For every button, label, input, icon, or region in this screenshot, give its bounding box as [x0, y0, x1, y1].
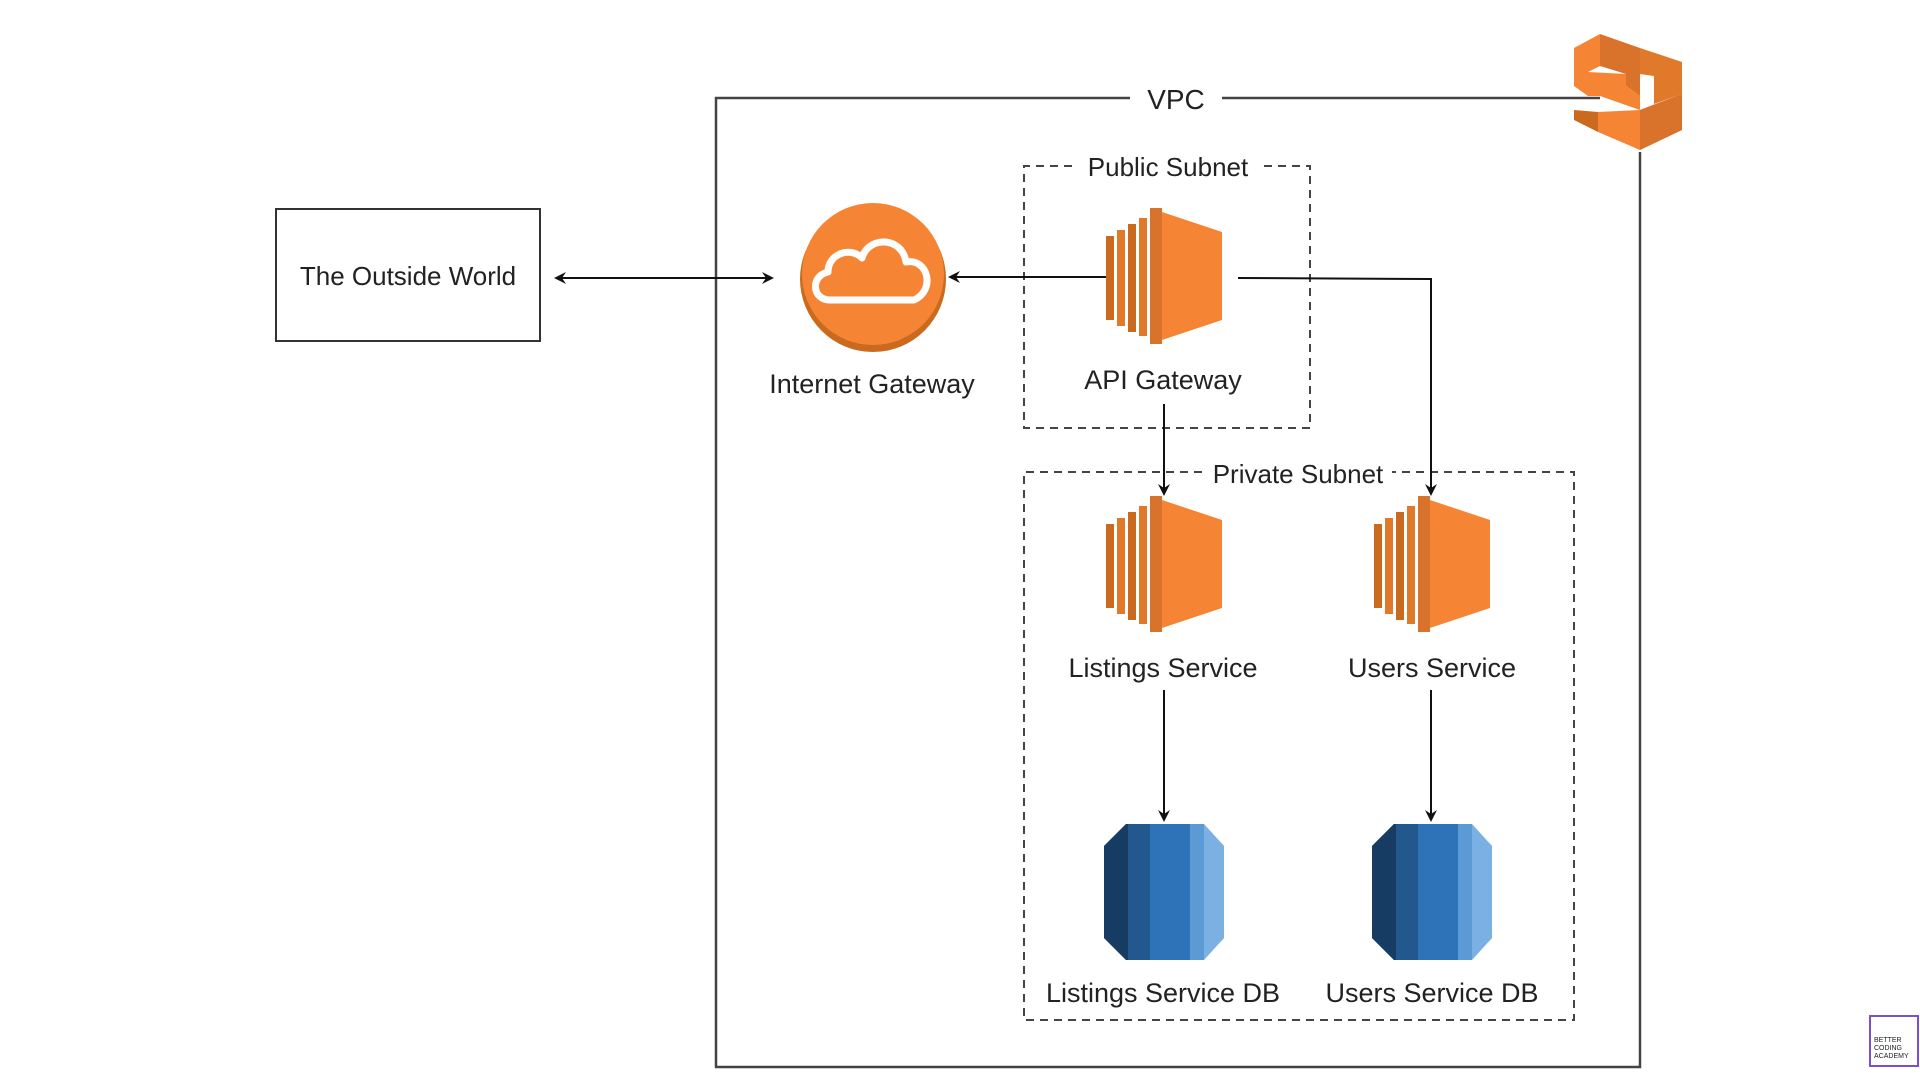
- listings-service-icon: [1106, 496, 1222, 632]
- watermark-line-3: ACADEMY: [1874, 1053, 1909, 1060]
- listings-db-icon: [1104, 824, 1224, 960]
- internet-gateway-label: Internet Gateway: [769, 369, 975, 399]
- outside-world-label: The Outside World: [300, 261, 516, 291]
- watermark-badge: BETTER CODING ACADEMY: [1869, 1015, 1919, 1067]
- internet-gateway-icon: [800, 203, 946, 352]
- users-service-icon: [1374, 496, 1490, 632]
- private-subnet-border: [1023, 471, 1575, 1021]
- api-gateway-icon: [1106, 208, 1222, 344]
- users-service-label: Users Service: [1348, 653, 1516, 683]
- vpc-icon: [1574, 34, 1682, 150]
- watermark-line-1: BETTER: [1874, 1037, 1902, 1044]
- api-to-users-service-arrow: [1237, 277, 1437, 496]
- outside-world-box: [275, 208, 541, 342]
- public-subnet-border: [1023, 165, 1311, 429]
- users-db-icon: [1372, 824, 1492, 960]
- vpc-label: VPC: [1147, 84, 1205, 115]
- api-gateway-label: API Gateway: [1084, 365, 1242, 395]
- watermark-line-2: CODING: [1874, 1045, 1902, 1052]
- listings-db-label: Listings Service DB: [1046, 978, 1280, 1008]
- users-db-label: Users Service DB: [1325, 978, 1538, 1008]
- vpc-border: [714, 96, 1642, 1069]
- private-subnet-label: Private Subnet: [1213, 459, 1384, 489]
- listings-service-label: Listings Service: [1068, 653, 1257, 683]
- public-subnet-label: Public Subnet: [1088, 152, 1249, 182]
